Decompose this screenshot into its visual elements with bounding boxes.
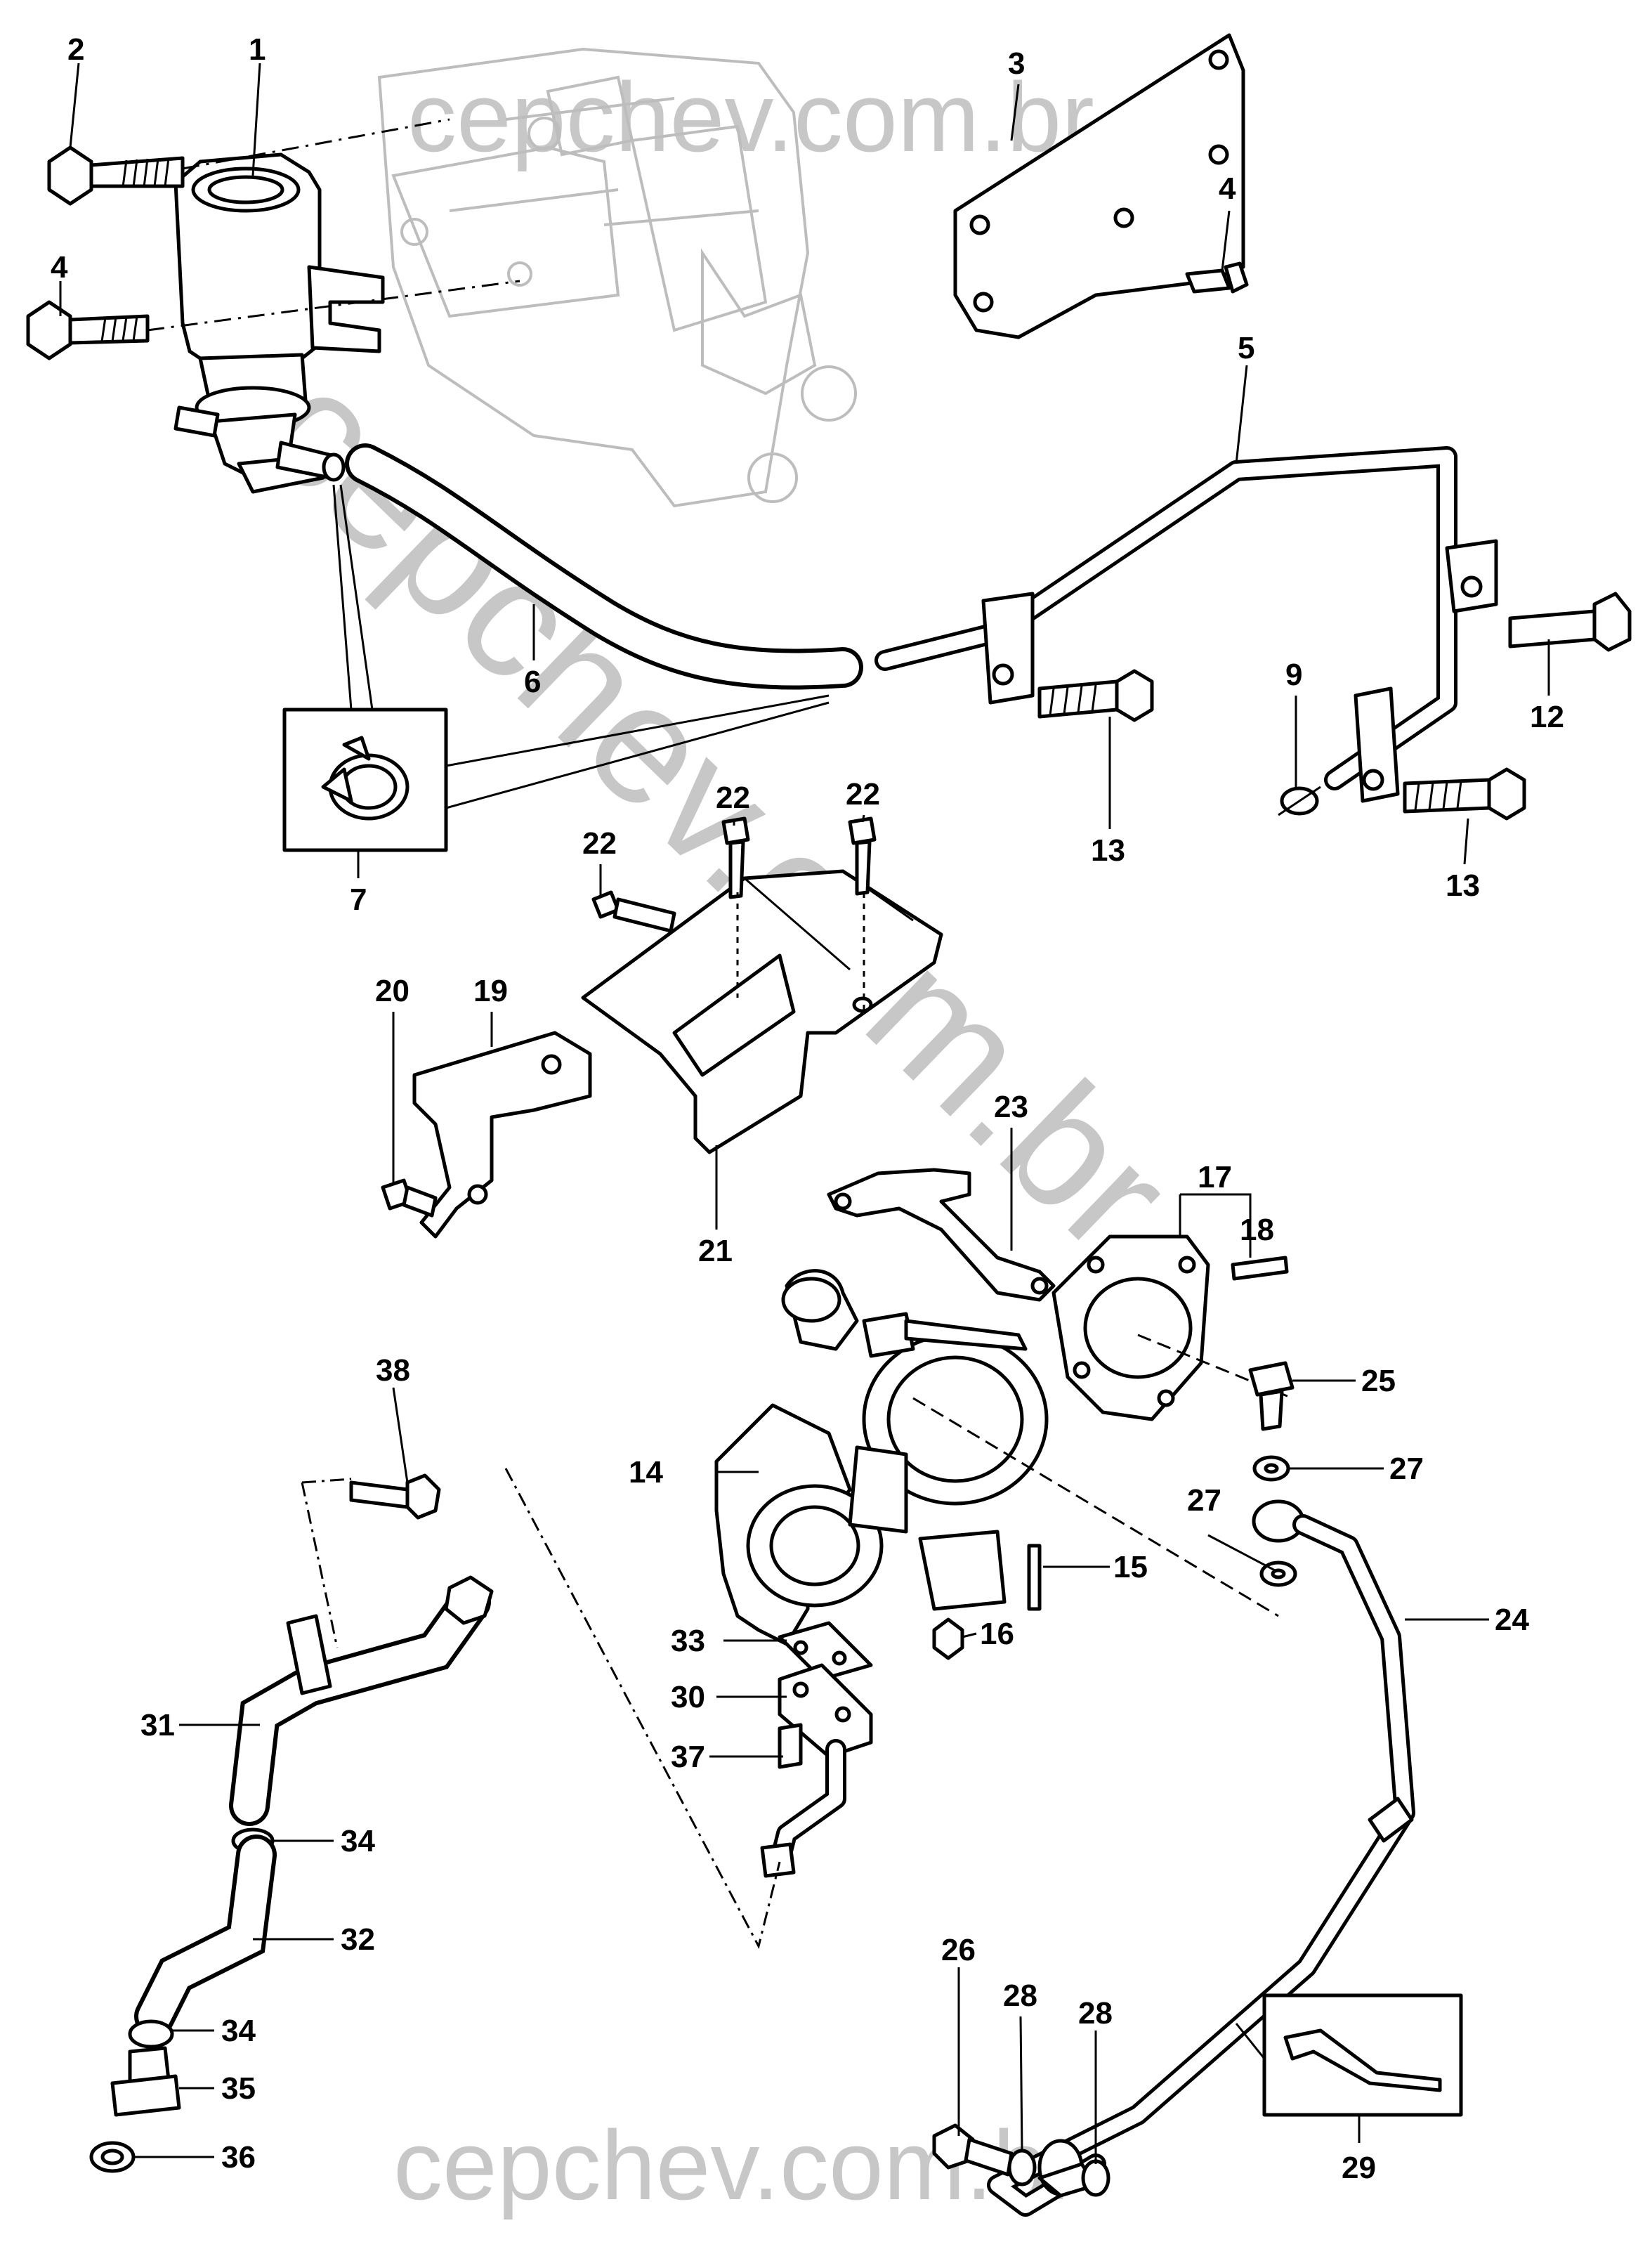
callout-13-right: 13 bbox=[1446, 868, 1480, 903]
callout-7: 7 bbox=[350, 882, 367, 917]
callout-labels: 1 2 3 4 4 5 6 7 9 12 13 13 14 15 16 17 1… bbox=[51, 32, 1564, 2185]
hose-32 bbox=[134, 1834, 277, 2037]
callout-34-bottom: 34 bbox=[221, 2014, 256, 2048]
callout-9: 9 bbox=[1285, 658, 1302, 692]
callout-23: 23 bbox=[994, 1090, 1028, 1124]
bolt-25 bbox=[1248, 1361, 1295, 1431]
bolt-12 bbox=[1508, 592, 1632, 652]
callout-38: 38 bbox=[376, 1353, 410, 1388]
callout-33: 33 bbox=[671, 1624, 705, 1658]
callout-1: 1 bbox=[249, 32, 266, 67]
callout-21: 21 bbox=[698, 1234, 733, 1268]
callout-22-right: 22 bbox=[846, 777, 880, 812]
bracket-19 bbox=[412, 1031, 592, 1239]
callout-28-right: 28 bbox=[1078, 1996, 1113, 2031]
gasket-17 bbox=[1051, 1234, 1210, 1421]
callout-16: 16 bbox=[980, 1617, 1014, 1651]
callout-22-middle: 22 bbox=[716, 781, 750, 815]
callout-26: 26 bbox=[941, 1933, 976, 1967]
callout-34-top: 34 bbox=[341, 1824, 375, 1858]
engine-block-ghost bbox=[377, 47, 857, 508]
bolt-26 bbox=[932, 2123, 1014, 2177]
bolt-37 bbox=[778, 1723, 803, 1769]
callout-25: 25 bbox=[1361, 1364, 1396, 1398]
stud-18 bbox=[1231, 1256, 1289, 1281]
clamp-34-bottom bbox=[128, 2019, 174, 2049]
washer-27-top bbox=[1252, 1455, 1290, 1482]
callout-15: 15 bbox=[1113, 1550, 1148, 1584]
watermark-bottom: cepchev.com.br bbox=[393, 2110, 1080, 2220]
callout-5: 5 bbox=[1238, 331, 1254, 365]
callout-24: 24 bbox=[1495, 1603, 1529, 1637]
bolt-38 bbox=[349, 1473, 441, 1520]
callout-28-left: 28 bbox=[1003, 1979, 1037, 2013]
bolt-13-right bbox=[1403, 767, 1526, 821]
fitting-35 bbox=[110, 2046, 181, 2117]
clamp-detail-box bbox=[282, 484, 830, 852]
bracket-plate-3 bbox=[953, 33, 1245, 339]
bolt-13-mid bbox=[1037, 669, 1154, 722]
callout-6: 6 bbox=[524, 665, 541, 699]
callout-29: 29 bbox=[1342, 2151, 1376, 2185]
callout-32: 32 bbox=[341, 1922, 375, 1957]
callout-2: 2 bbox=[67, 32, 84, 67]
washer-36 bbox=[89, 2141, 136, 2173]
callout-14: 14 bbox=[629, 1455, 663, 1490]
callout-37: 37 bbox=[671, 1740, 705, 1774]
leader-lines bbox=[59, 63, 1550, 2164]
bolt-2 bbox=[47, 145, 185, 206]
washer-28-right bbox=[1081, 2159, 1110, 2197]
callout-22-left: 22 bbox=[582, 826, 617, 861]
callout-18: 18 bbox=[1240, 1213, 1274, 1247]
callout-31: 31 bbox=[140, 1708, 175, 1742]
washer-28-left bbox=[1007, 2149, 1037, 2186]
callout-27-right: 27 bbox=[1389, 1452, 1424, 1486]
nut-16 bbox=[932, 1617, 964, 1660]
callout-4-right: 4 bbox=[1219, 171, 1236, 206]
callout-3: 3 bbox=[1008, 46, 1025, 81]
pipe-31 bbox=[229, 1575, 494, 1826]
hose-6 bbox=[345, 443, 863, 690]
callout-30: 30 bbox=[671, 1680, 705, 1714]
stud-15 bbox=[1027, 1544, 1042, 1611]
bolt-4-right bbox=[1185, 261, 1249, 294]
bracket-23 bbox=[827, 1168, 1056, 1302]
callout-36: 36 bbox=[221, 2140, 256, 2175]
bolt-4-left bbox=[26, 300, 150, 360]
pipe-oil-feed bbox=[760, 1739, 846, 1878]
callout-4-left: 4 bbox=[51, 250, 68, 285]
bolt-20 bbox=[381, 1178, 438, 1218]
callout-12: 12 bbox=[1530, 700, 1564, 734]
banjo-fitting bbox=[1037, 2139, 1098, 2198]
callout-19: 19 bbox=[473, 974, 508, 1008]
heat-shield-21 bbox=[581, 869, 943, 1154]
callout-17: 17 bbox=[1198, 1160, 1232, 1194]
clip-9 bbox=[1278, 786, 1321, 816]
gasket-33 bbox=[778, 1621, 873, 1681]
bolt-22-middle bbox=[721, 816, 750, 899]
pipe-24 bbox=[987, 1499, 1415, 2217]
callout-35: 35 bbox=[221, 2071, 256, 2106]
turbocharger-14 bbox=[714, 1269, 1049, 1646]
callout-20: 20 bbox=[375, 974, 410, 1008]
bolt-22-left bbox=[591, 890, 676, 933]
detail-box-29 bbox=[1235, 1993, 1463, 2117]
callout-13-mid: 13 bbox=[1091, 833, 1125, 868]
callout-27-left: 27 bbox=[1187, 1483, 1221, 1518]
pipe-5 bbox=[874, 446, 1498, 803]
